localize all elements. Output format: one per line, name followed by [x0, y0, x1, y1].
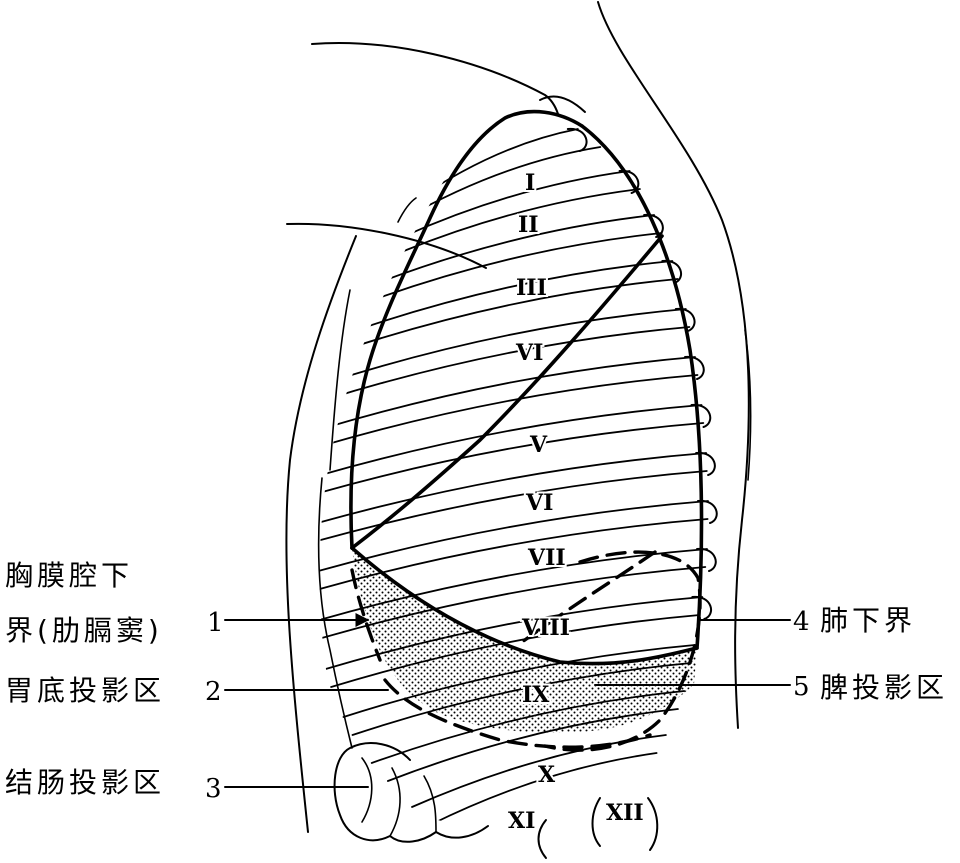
rib-label-1: I [525, 170, 535, 196]
rib-edge [319, 452, 707, 526]
callout-2-text: 胃底投影区 [5, 674, 165, 707]
callout-1-text-line1: 胸膜腔下 [5, 559, 133, 592]
rib-head [691, 595, 713, 620]
clavicle-line [286, 222, 487, 269]
rib-edge [429, 752, 658, 826]
lung-posterior-border [580, 124, 704, 650]
callout-1-number: 1 [207, 608, 224, 638]
callout-5-number: 5 [793, 672, 810, 702]
rib-edge [319, 404, 703, 478]
rib-edge [413, 128, 579, 202]
lung-lower-border [350, 546, 699, 666]
spleen-inner-boundary [520, 550, 657, 644]
rib-xii-end-left [591, 797, 601, 847]
colon-outline [333, 742, 489, 843]
rib-edge [319, 374, 699, 448]
shoulder-contour [311, 42, 559, 115]
floating-rib-ends [537, 797, 659, 859]
small-contour-mark [397, 197, 417, 223]
body-contours [285, 1, 752, 833]
rib-edge [331, 308, 687, 382]
rib-label-7: VII [527, 545, 566, 571]
callout-4-number: 4 [793, 607, 810, 637]
rib-edge [346, 260, 674, 334]
rib-head [566, 127, 588, 152]
leader-lines [224, 613, 791, 788]
rib-edge [320, 356, 696, 430]
rib-xi-end [537, 819, 547, 859]
shoulder-tip [539, 95, 586, 113]
callout-5-text: 脾投影区 [820, 671, 948, 704]
rib-edge [324, 596, 704, 670]
callout-3-text: 结肠投影区 [5, 766, 165, 799]
rib-label-5: V [529, 432, 548, 458]
rib-edge [330, 614, 701, 688]
ribs [319, 128, 709, 826]
rib-label-8: VIII [521, 615, 570, 641]
lung-apex-anterior-border [349, 109, 584, 550]
lung-boundaries [349, 109, 704, 666]
rib-label-9: IX [522, 682, 550, 708]
arm-inner-contour [744, 329, 752, 481]
gastric-fundus-outline [383, 678, 652, 749]
rib-labels: I II III VI V VI VII VIII IX X XI XII [506, 168, 646, 836]
left-callouts: 胸膜腔下 界(肋膈窦) 1 胃底投影区 2 结肠投影区 3 [5, 559, 224, 804]
rib-label-4: VI [515, 340, 543, 366]
chest-wall-outer-contour [285, 235, 357, 833]
rib-label-2: II [518, 212, 539, 238]
callout-1-text-line2: 界(肋膈窦) [5, 614, 163, 647]
rib-edge [388, 170, 631, 244]
rib-label-12: XII [606, 800, 644, 826]
callout-2-number: 2 [205, 677, 222, 707]
rib-edge [358, 232, 663, 306]
callout-4-text: 肺下界 [820, 604, 916, 637]
rib-edge [326, 326, 691, 400]
colon-haustrum [389, 767, 401, 837]
rib-edge [319, 470, 708, 544]
pleural-recess-stipple [352, 548, 697, 733]
chest-wall-inner-contour [329, 289, 351, 471]
colon-haustrum [423, 775, 437, 833]
colon-haustrum [361, 757, 373, 823]
rib-label-3: III [516, 275, 547, 301]
oblique-fissure [350, 234, 664, 550]
rib-label-11: XI [508, 808, 535, 834]
rib-label-6: VI [525, 490, 553, 516]
rib-edge [366, 214, 655, 288]
rib-edge [339, 278, 679, 352]
rib-edge [378, 188, 641, 262]
callout-3-number: 3 [205, 774, 222, 804]
rib-edge [319, 422, 705, 496]
right-callouts: 4 肺下界 5 脾投影区 [793, 604, 948, 704]
rib-label-10: X [538, 762, 556, 788]
costal-margin-line [317, 477, 353, 749]
rib-xii-end-right [647, 797, 659, 851]
colon-projection [333, 742, 489, 843]
